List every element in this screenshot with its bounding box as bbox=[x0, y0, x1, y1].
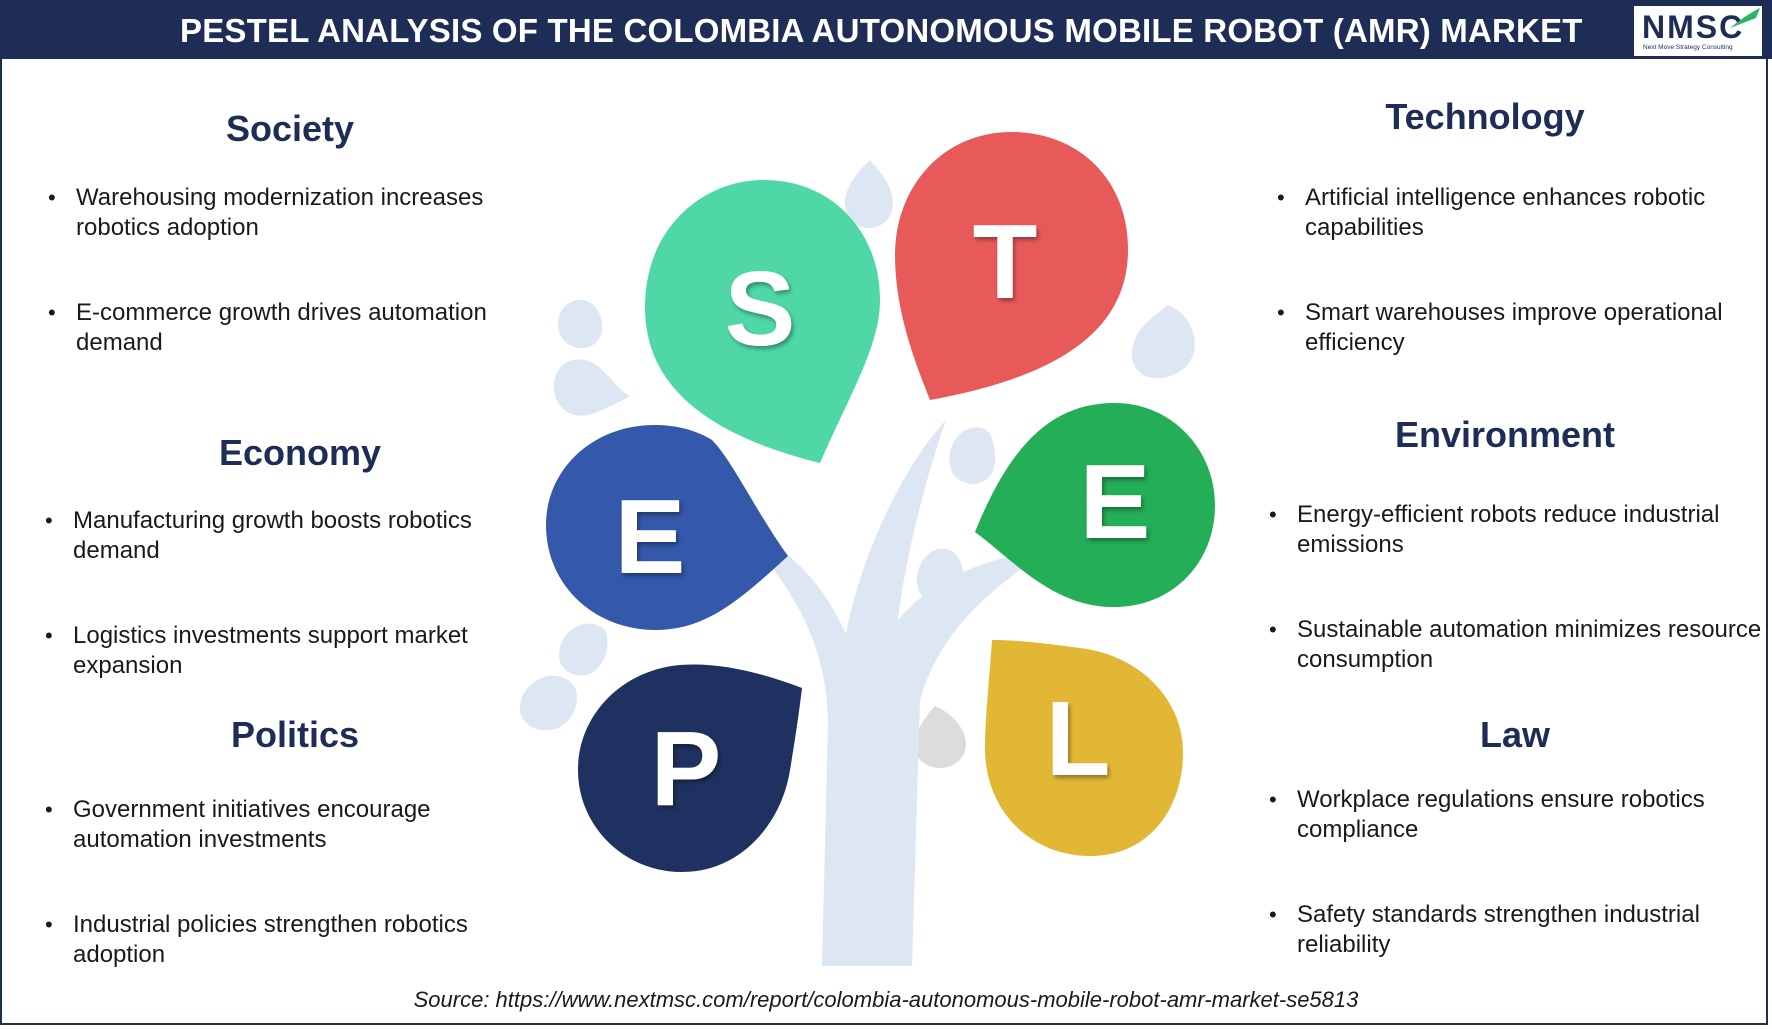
economy-bullet-2: Logistics investments support market exp… bbox=[45, 621, 525, 681]
environment-title: Environment bbox=[1394, 414, 1616, 455]
droplet-5 bbox=[949, 427, 996, 484]
tree-trunk bbox=[730, 420, 1050, 966]
economy-title: Economy bbox=[218, 432, 382, 473]
technology-title: Technology bbox=[1385, 96, 1585, 137]
logo-text: NMSC bbox=[1642, 9, 1745, 45]
droplet-4 bbox=[1132, 305, 1195, 379]
environment-bullet-1: Energy-efficient robots reduce industria… bbox=[1269, 500, 1764, 560]
droplet-7 bbox=[559, 623, 608, 676]
petal-technology: T bbox=[895, 131, 1128, 400]
society-title: Society bbox=[225, 108, 355, 149]
letter-e-environment: E bbox=[1080, 443, 1151, 561]
environment-bullets: Energy-efficient robots reduce industria… bbox=[1269, 500, 1764, 675]
droplet-3 bbox=[553, 359, 630, 416]
letter-l: L bbox=[1046, 680, 1111, 798]
pestel-tree-diagram: S T E E P L bbox=[519, 131, 1215, 966]
economy-bullet-1: Manufacturing growth boosts robotics dem… bbox=[45, 506, 525, 566]
society-bullets: Warehousing modernization increases robo… bbox=[48, 183, 488, 358]
environment-bullet-2: Sustainable automation minimizes resourc… bbox=[1269, 615, 1764, 675]
politics-bullet-1: Government initiatives encourage automat… bbox=[45, 795, 515, 855]
politics-bullet-2: Industrial policies strengthen robotics … bbox=[45, 910, 515, 970]
droplet-8 bbox=[519, 675, 578, 731]
politics-bullets: Government initiatives encourage automat… bbox=[45, 795, 515, 970]
technology-bullets: Artificial intelligence enhances robotic… bbox=[1277, 183, 1762, 358]
politics-title: Politics bbox=[230, 714, 360, 755]
petal-society: S bbox=[645, 179, 880, 463]
droplet-2 bbox=[558, 300, 603, 348]
law-bullet-2: Safety standards strengthen industrial r… bbox=[1269, 900, 1764, 960]
page-title: PESTEL ANALYSIS OF THE COLOMBIA AUTONOMO… bbox=[180, 12, 1583, 49]
society-bullet-1: Warehousing modernization increases robo… bbox=[48, 183, 488, 243]
letter-e-economy: E bbox=[615, 478, 686, 596]
economy-bullets: Manufacturing growth boosts robotics dem… bbox=[45, 506, 525, 681]
logo-tagline: Next Move Strategy Consulting bbox=[1643, 44, 1733, 51]
technology-bullet-2: Smart warehouses improve operational eff… bbox=[1277, 298, 1762, 358]
letter-t: T bbox=[973, 203, 1038, 321]
petal-politics: P bbox=[578, 664, 802, 872]
logo-swoosh-icon bbox=[1730, 8, 1760, 28]
droplet-1 bbox=[845, 160, 893, 228]
petal-environment: E bbox=[975, 403, 1215, 608]
header-bar: PESTEL ANALYSIS OF THE COLOMBIA AUTONOMO… bbox=[0, 0, 1772, 59]
society-bullet-2: E-commerce growth drives automation dema… bbox=[48, 298, 488, 358]
source-citation: Source: https://www.nextmsc.com/report/c… bbox=[413, 987, 1359, 1012]
letter-s: S bbox=[725, 250, 796, 368]
law-bullet-1: Workplace regulations ensure robotics co… bbox=[1269, 785, 1764, 845]
nmsc-logo: NMSC Next Move Strategy Consulting bbox=[1634, 6, 1762, 56]
petal-law: L bbox=[985, 640, 1183, 856]
letter-p: P bbox=[651, 710, 722, 828]
law-bullets: Workplace regulations ensure robotics co… bbox=[1269, 785, 1764, 960]
technology-bullet-1: Artificial intelligence enhances robotic… bbox=[1277, 183, 1762, 243]
law-title: Law bbox=[1479, 714, 1550, 755]
droplet-gray bbox=[915, 706, 966, 768]
petal-economy: E bbox=[546, 425, 788, 630]
